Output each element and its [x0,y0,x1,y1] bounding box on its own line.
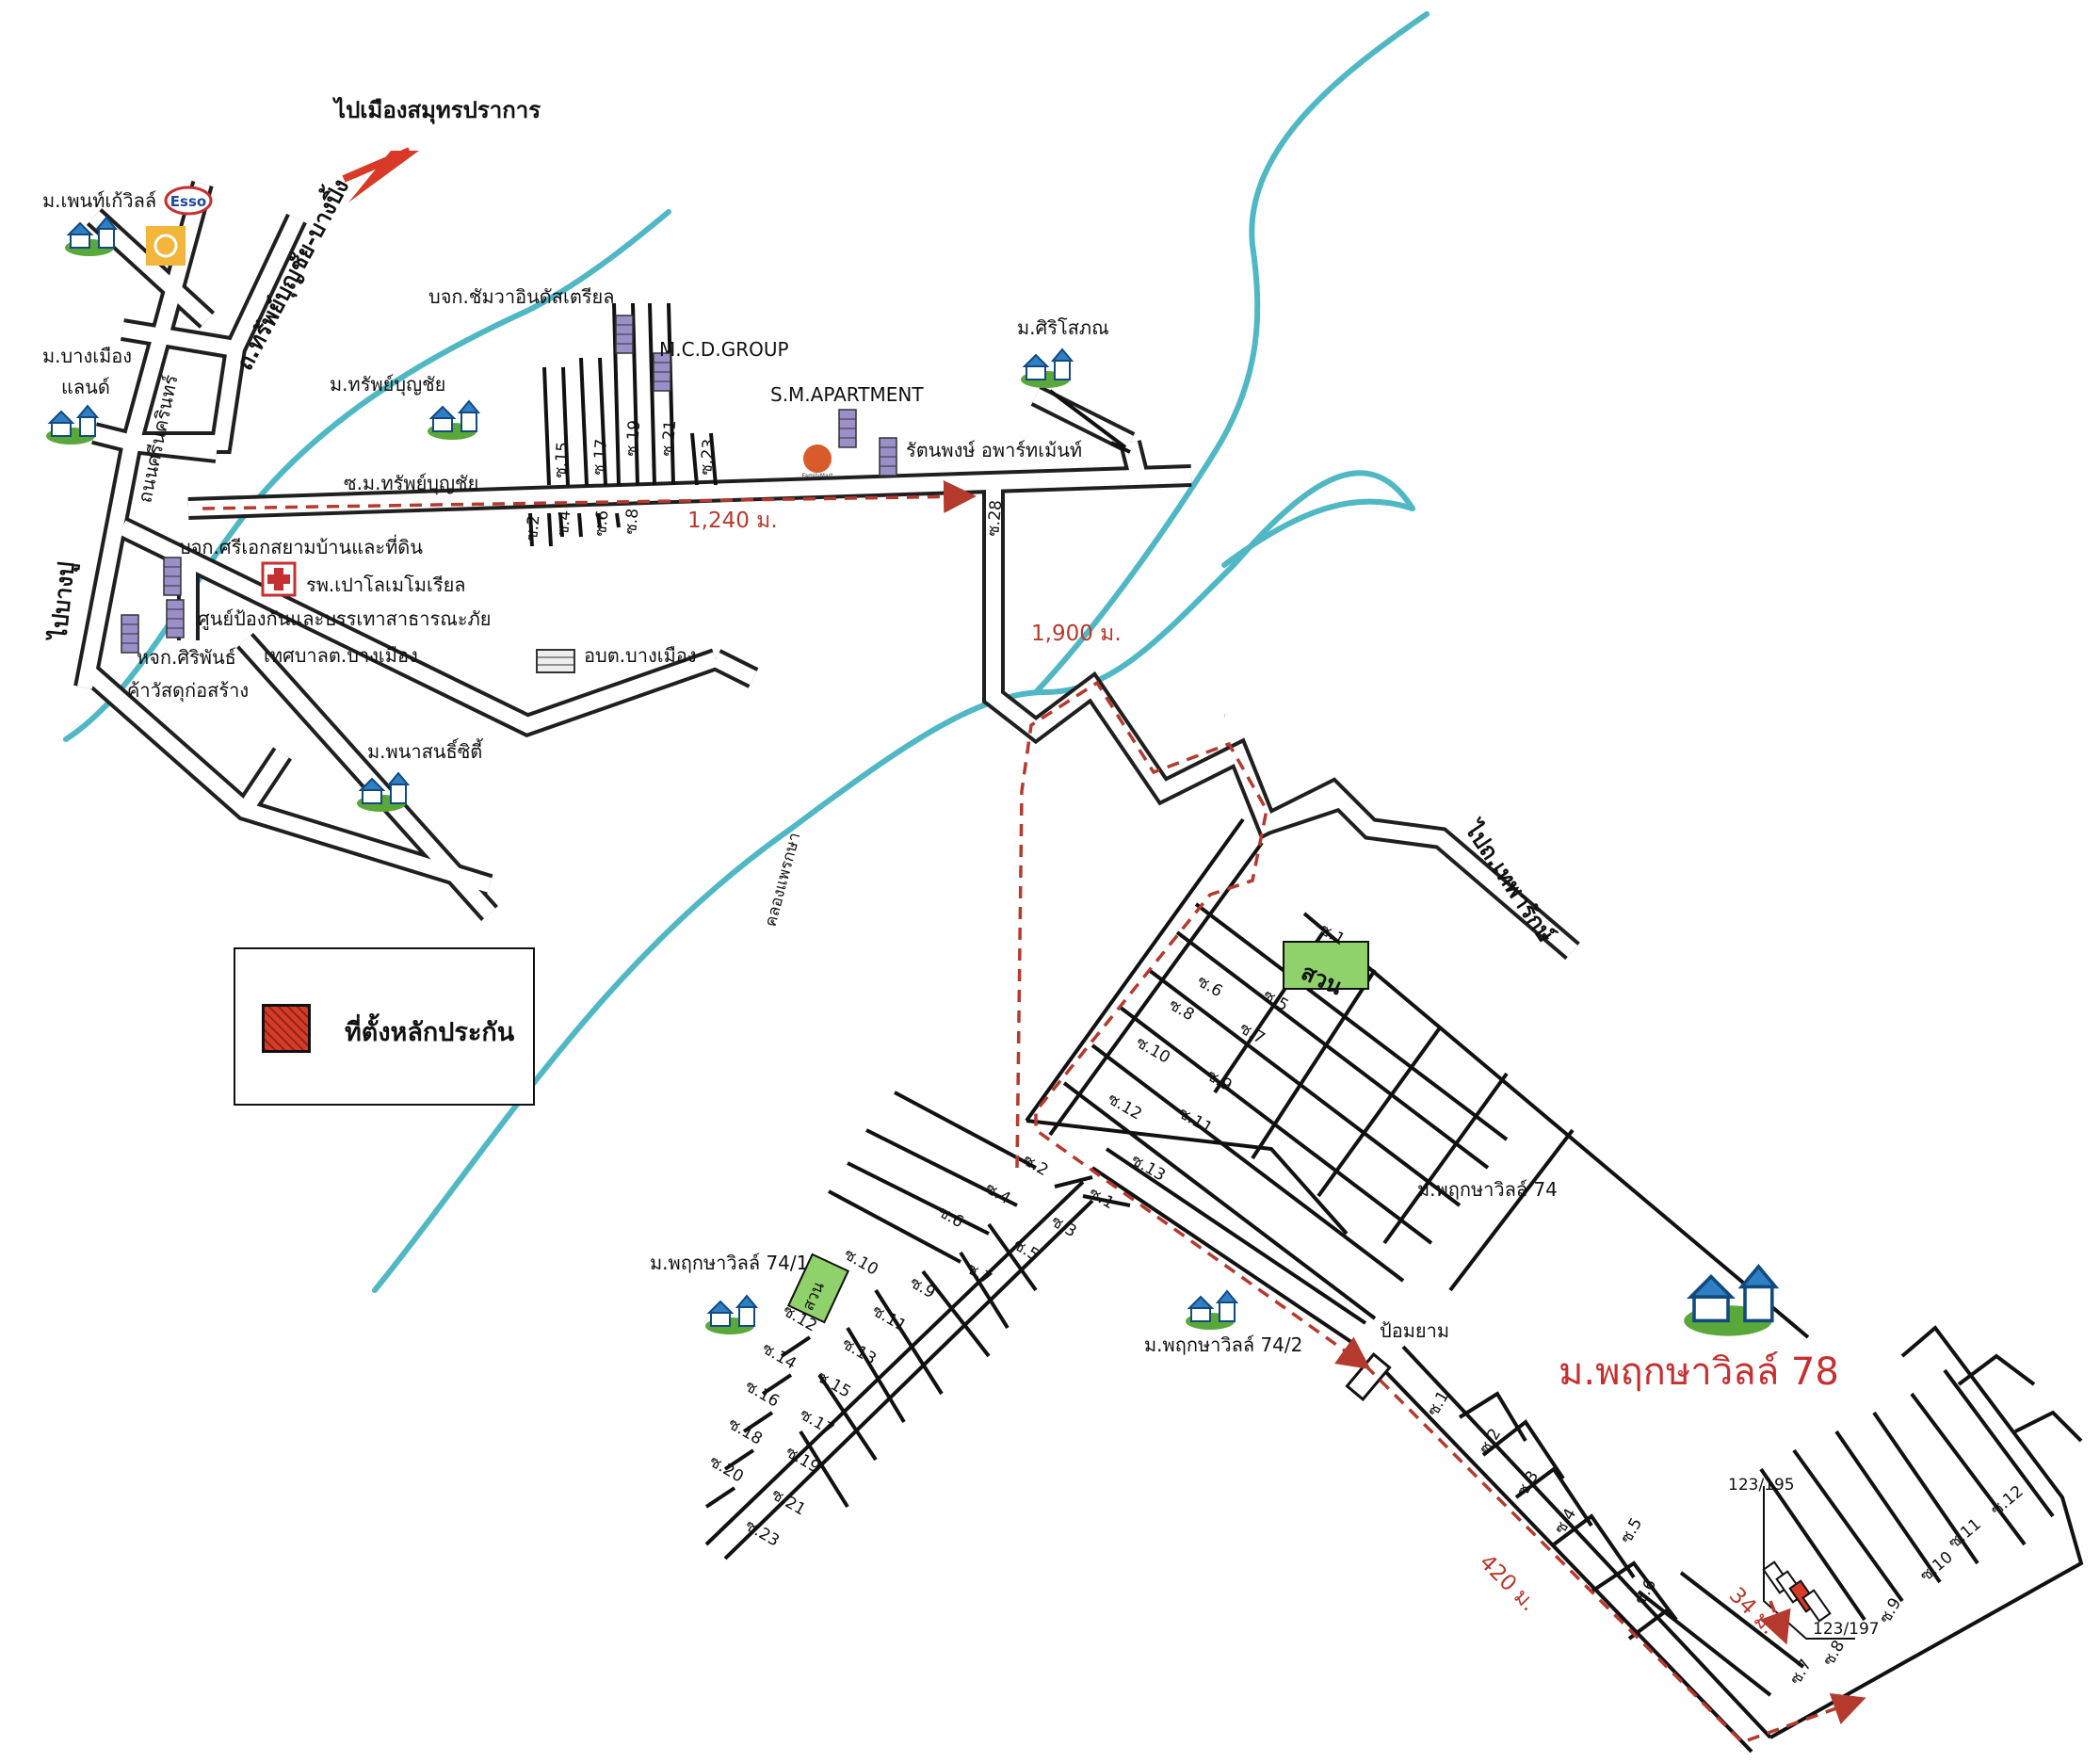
building-icon [166,599,185,639]
distance-1240-label: 1,240 ม. [687,509,778,533]
soi-label: ซ.21 [658,419,680,457]
to-samutprakan-label: ไปเมืองสมุทรปราการ [331,96,541,125]
canal-upper-right [1033,11,1430,695]
pruksa-74-grid [1025,817,1810,1339]
building-icon [838,409,857,448]
chomwa-industrial-label: บจก.ชัมวาอินดัสเตรียล [428,285,615,308]
soi-label: ซ.7 [1786,1656,1816,1688]
village-icon [1185,1290,1237,1331]
building-icon [163,557,182,596]
guard-post [1345,1351,1392,1402]
soi-label: ซ.28 [984,499,1006,537]
soi-label: ซ.13 [839,1334,880,1369]
soi-label: ซ.4 [554,509,574,537]
soi-label: ซ.14 [759,1339,800,1374]
soi-label: ซ.19 [622,419,644,457]
svg-text:FamilyMart: FamilyMart [802,473,834,479]
to-bangpu-label: ไปบางปู [44,560,81,644]
canal-upper-left [63,209,671,742]
pruksa-74-1-label: ม.พฤกษาวิลล์ 74/1 [650,1252,808,1274]
soi-label: ซ.9 [907,1273,939,1302]
siriphan-label: หจก.ศิริพันธ์ [137,646,236,669]
bangmuang-land-label-2: แลนด์ [61,376,110,398]
village-icon [427,400,479,441]
paolo-hospital-label: รพ.เปาโลเมโมเรียล [306,574,466,596]
pruksa-74-1-grid [704,1091,1131,1560]
soi-label: ซ.2 [523,514,543,542]
project-house-icon [1682,1265,1778,1338]
soi-sapbunchai-label: ซ.ม.ทรัพย์บุญชัย [344,472,478,495]
rattanapong-apartment-label: รัตนพงษ์ อพาร์ทเม้นท์ [906,439,1082,461]
office-icon [536,649,575,673]
village-icon [704,1295,757,1335]
bangmuang-municipality-label: เทศบาลต.บางเมือง [264,644,418,667]
soi-label: ซ.6 [591,509,612,537]
soi-label: ซ.15 [551,441,573,478]
pruksa-74-2-label: ม.พฤกษาวิลล์ 74/2 [1144,1334,1302,1356]
soi-label: ซ.2 [1020,1151,1052,1180]
sriake-siam-label: บจก.ศรีเอกสยามบ้านและที่ดิน [179,534,423,558]
sm-apartment-label: S.M.APARTMENT [770,383,924,406]
soi-label: ซ.21 [768,1485,809,1520]
legend-label: ที่ตั้งหลักประกัน [345,1018,515,1047]
building-icon [879,437,897,477]
road-layer [73,180,2084,1754]
building-icon [615,315,634,354]
village-icon [1020,348,1073,389]
soi-label: ซ.16 [742,1377,783,1412]
svg-text:Esso: Esso [170,193,206,210]
soi-label: ซ.5 [1260,986,1292,1015]
canal-praeksa [372,470,1415,1293]
panason-city-label: ม.พนาสนธิ์ซิตี้ [367,737,484,763]
soi-label: ซ.23 [697,438,719,476]
target-lots [1762,1486,1855,1640]
disaster-center-label: ศูนย์ป้องกันและบรรเทาสาธารณะภัย [198,607,491,631]
soi-label: ซ.8 [1166,995,1198,1025]
siriphan-label-2: ค้าวัสดุก่อสร้าง [127,679,249,703]
guard-post-label: ป้อมยาม [1380,1319,1449,1342]
pruksa-78-layout [1458,1325,2084,1739]
soi-label: ซ.12 [1987,1482,2027,1520]
soi-label: ซ.19 [783,1443,823,1478]
bangmuang-land-label: ม.บางเมือง [42,345,132,367]
hospital-icon [261,561,297,597]
route-layer [202,147,1866,1745]
soi-label: ซ.17 [590,438,611,476]
bank-icon [146,226,186,266]
icon-layer: Esso FamilyMart [45,186,1778,1338]
familymart-icon: FamilyMart [802,445,834,479]
label-layer: ไปเมืองสมุทรปราการ ถ.ทรัพย์บุญชัย-บางปิ้… [42,96,2027,1689]
canal-right [1221,498,1415,568]
mcd-group-label: M.C.D.GROUP [659,338,789,361]
house-195-label: 123/195 [1728,1476,1795,1495]
soi-label: ซ.10 [1133,1033,1173,1068]
obt-bangmuang-label: อบต.บางเมือง [584,644,697,667]
sapbunchai-village-label: ม.ทรัพย์บุญชัย [330,373,445,396]
legend-swatch [262,1004,311,1053]
soi-label: ซ.6 [1194,972,1226,1001]
penthouse-ville-label: ม.เพนท์เก้วิลล์ [42,189,156,212]
house-197-label: 123/197 [1813,1620,1880,1639]
siriphon-label: ม.ศิริโสภณ [1017,316,1109,339]
project-title: ม.พฤกษาวิลล์ 78 [1559,1350,1839,1394]
soi-label: ซ.4 [982,1179,1014,1208]
soi-label: ซ.1 [1086,1184,1118,1213]
village-icon [45,405,98,445]
soi-label: ซ.8 [622,508,642,535]
pruksa-74-label: ม.พฤกษาวิลล์ 74 [1417,1178,1558,1201]
road-sapbunchai-label: ถ.ทรัพย์บุญชัย-บางปิ้ง [227,172,356,376]
esso-icon: Esso [164,186,213,216]
soi-label: ซ.5 [1617,1514,1646,1546]
soi-label: ซ.8 [1819,1637,1849,1669]
legend-box: ที่ตั้งหลักประกัน [234,947,535,1106]
distance-1900-label: 1,900 ม. [1031,622,1122,646]
distance-420-label: 420 ม. [1475,1550,1541,1616]
